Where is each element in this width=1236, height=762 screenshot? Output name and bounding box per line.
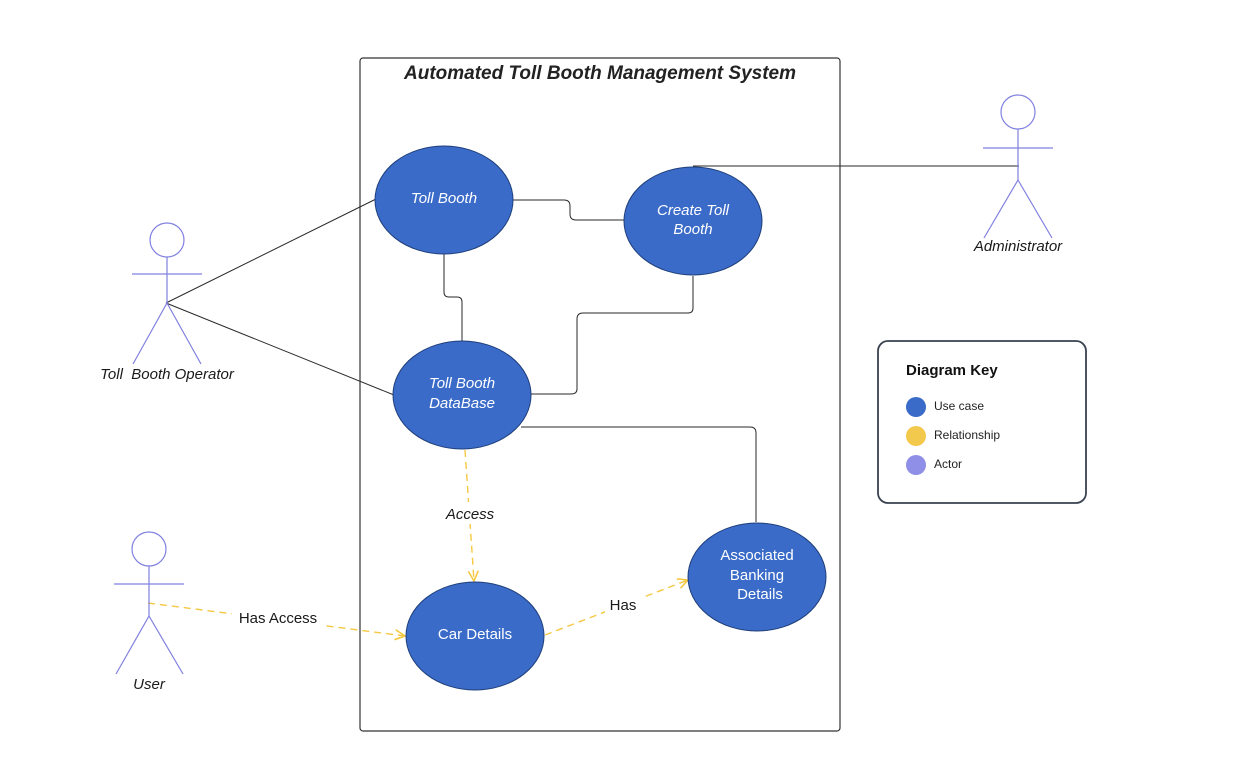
association-database-banking [521, 426, 757, 522]
use-case-toll-booth[interactable]: Toll Booth [374, 145, 514, 255]
use-case-label-line-1: Create Toll [657, 202, 730, 219]
diagram-key-box [877, 340, 1087, 504]
use-case-label-line-2: DataBase [429, 395, 495, 412]
use-case-associated-banking-details[interactable]: Associated Banking Details [687, 522, 827, 632]
actor-administrator[interactable] [983, 94, 1053, 239]
key-label-actor: Actor [934, 457, 962, 471]
actor-head [1000, 94, 1036, 130]
actor-head [149, 222, 185, 258]
association-tollbooth-database [443, 253, 463, 342]
has-label-bg [605, 594, 641, 616]
key-swatch-actor [906, 455, 926, 475]
key-label-use-case: Use case [934, 399, 984, 413]
key-label-relationship: Relationship [934, 428, 1000, 442]
association-create-database [531, 276, 694, 395]
diagram-key-title: Diagram Key [906, 362, 998, 379]
use-case-label-line-1: Associated [720, 547, 793, 564]
actor-label-administrator: Administrator [973, 238, 1063, 255]
access-label-bg [440, 502, 496, 524]
use-case-label: Toll Booth [411, 190, 477, 207]
use-case-label-line-3: Details [737, 586, 783, 603]
association-operator-database [165, 302, 395, 396]
actor-toll-booth-operator[interactable] [132, 222, 202, 365]
key-swatch-use-case [906, 397, 926, 417]
use-case-label-line-1: Toll Booth [429, 375, 495, 392]
associations [165, 165, 1019, 522]
system-title: Automated Toll Booth Management System [403, 63, 796, 84]
key-swatch-relationship [906, 426, 926, 446]
association-operator-toll-booth [165, 198, 377, 304]
actor-label-user: User [133, 676, 166, 693]
use-case-toll-booth-database[interactable]: Toll Booth DataBase [392, 340, 532, 450]
use-case-create-toll-booth[interactable]: Create Toll Booth [623, 166, 763, 276]
actor-head [131, 531, 167, 567]
has-access-label-bg [232, 607, 324, 629]
use-case-car-details[interactable]: Car Details [405, 581, 545, 691]
association-tollbooth-create [513, 199, 625, 221]
access-label: Access [445, 506, 495, 523]
use-case-label: Car Details [438, 626, 512, 643]
actor-user[interactable] [114, 531, 184, 675]
actor-label-toll-booth-operator: Toll Booth Operator [100, 366, 235, 383]
use-case-label-line-2: Banking [730, 567, 784, 584]
system-boundary [359, 57, 841, 732]
has-label: Has [610, 597, 637, 614]
use-case-label-line-2: Booth [673, 221, 712, 238]
has-access-label: Has Access [239, 610, 317, 627]
diagram-key: Diagram Key Use case Relationship Actor [877, 340, 1087, 504]
